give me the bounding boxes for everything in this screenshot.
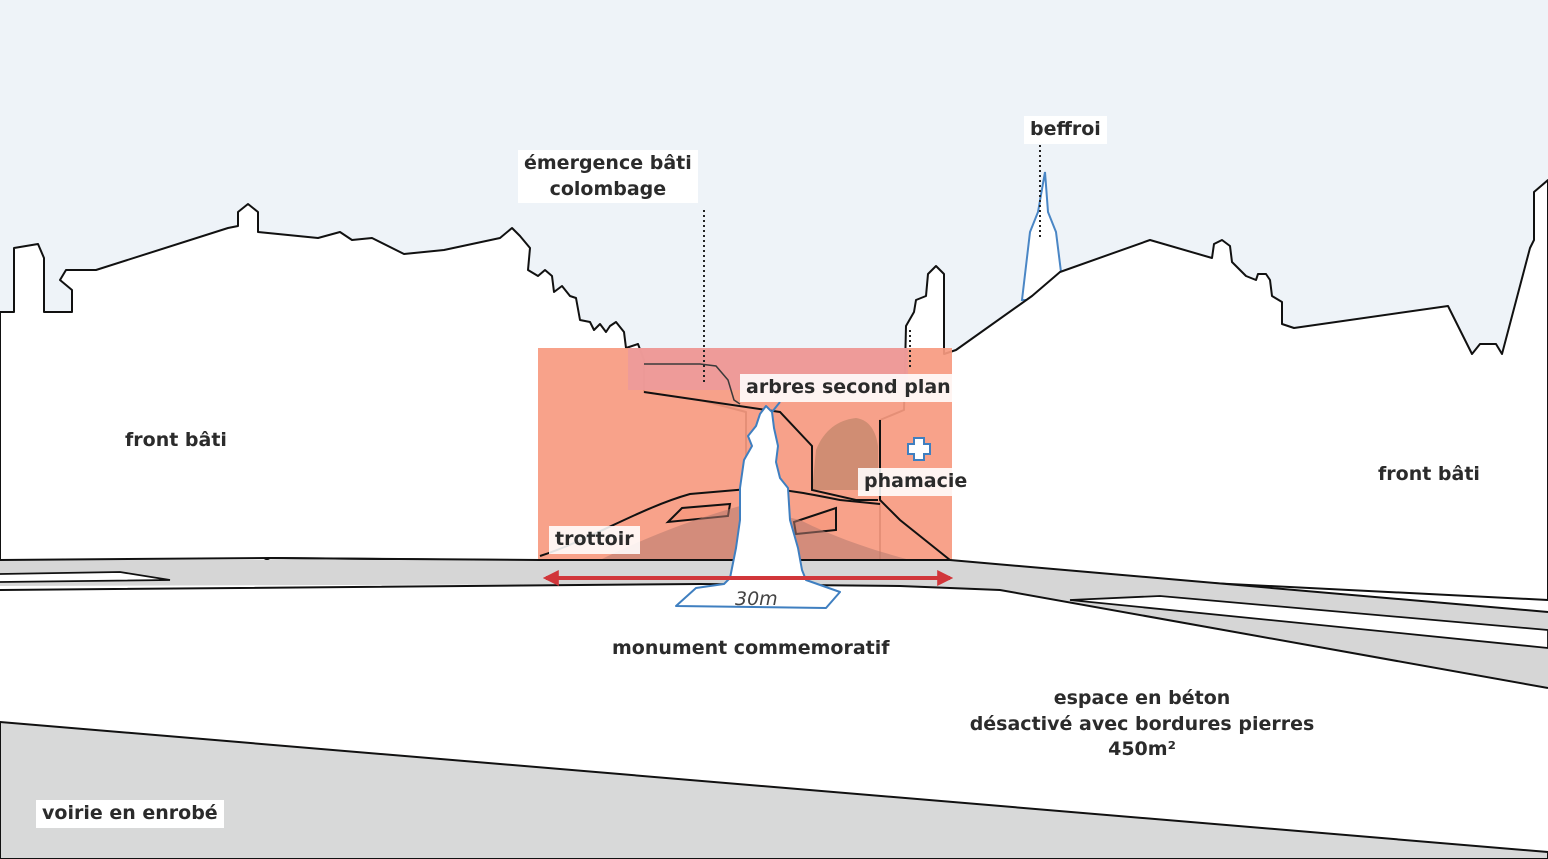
label-arbres: arbres second plan (740, 374, 957, 402)
label-espace-line2: désactivé avec bordures pierres (969, 712, 1315, 735)
sidewalk-edge-top (0, 556, 1548, 613)
label-emergence-line1: émergence bâti (524, 152, 692, 174)
street-perspective-right (879, 420, 951, 561)
monument-flag (771, 401, 781, 413)
sidewalk-edge-bottom (0, 582, 1548, 689)
sidewalk-band (0, 560, 1548, 688)
label-front-bati-right: front bâti (1378, 463, 1480, 485)
label-voirie: voirie en enrobé (36, 800, 224, 828)
label-espace-line3: 450m² (1108, 738, 1176, 761)
road-surface (0, 720, 1548, 859)
label-trottoir: trottoir (549, 526, 640, 554)
label-emergence: émergence bâti colombage (518, 150, 698, 204)
label-espace: espace en béton désactivé avec bordures … (966, 686, 1318, 763)
building-front-right (879, 179, 1548, 601)
label-dimension: 30m (735, 588, 778, 610)
label-monument: monument commemoratif (612, 637, 890, 659)
street-perspective-left (643, 391, 878, 501)
label-front-bati-left: front bâti (125, 429, 227, 451)
label-pharmacie: phamacie (858, 468, 974, 496)
sidewalk-curb-left (0, 571, 171, 583)
plus-cross-icon (907, 437, 931, 461)
label-espace-line1: espace en béton (1053, 687, 1231, 709)
label-emergence-line2: colombage (549, 177, 667, 200)
sidewalk-curb-right (1069, 595, 1548, 649)
label-beffroi: beffroi (1024, 116, 1107, 144)
half-timber-building (644, 363, 741, 405)
